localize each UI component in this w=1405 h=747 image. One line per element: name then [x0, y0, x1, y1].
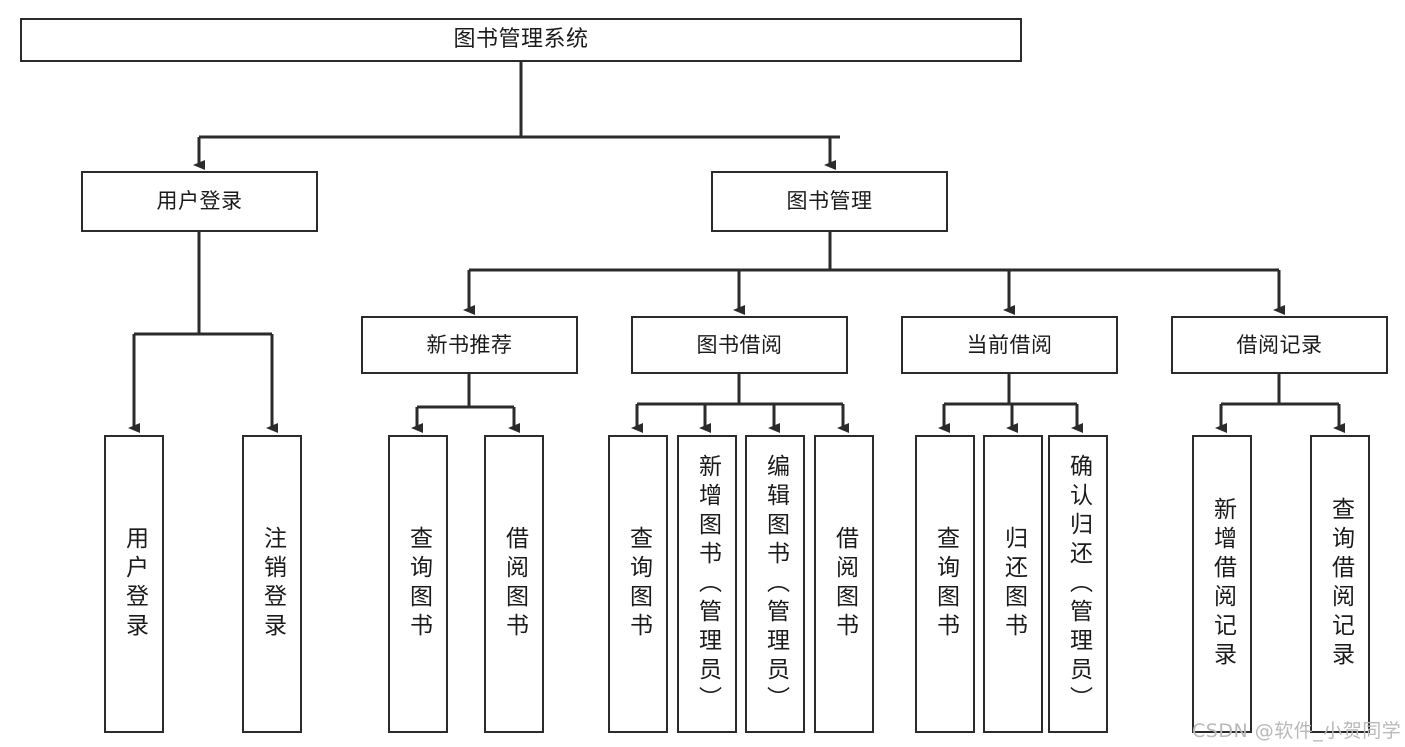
node-label: 确认归还（管理员） [1065, 453, 1092, 715]
node-label: 编辑图书（管理员） [762, 453, 789, 715]
node-user-login[interactable]: 用户登录 [81, 171, 318, 232]
leaf-add-book-admin[interactable]: 新增图书（管理员） [677, 435, 737, 733]
leaf-edit-book-admin[interactable]: 编辑图书（管理员） [745, 435, 805, 733]
node-label: 图书管理 [786, 189, 873, 214]
node-label: 用户登录 [156, 189, 243, 214]
node-label: 借阅图书 [831, 526, 858, 642]
node-book-manage[interactable]: 图书管理 [711, 171, 948, 232]
node-label: 查询借阅记录 [1327, 497, 1354, 671]
leaf-borrow-book-1[interactable]: 借阅图书 [484, 435, 544, 733]
node-label: 新增借阅记录 [1209, 497, 1236, 671]
node-label: 图书管理系统 [453, 27, 589, 53]
node-label: 归还图书 [1000, 526, 1027, 642]
node-label: 用户登录 [121, 526, 148, 642]
node-label: 借阅记录 [1236, 332, 1323, 357]
leaf-query-book-2[interactable]: 查询图书 [608, 435, 668, 733]
node-label: 新增图书（管理员） [694, 453, 721, 715]
leaf-return-book[interactable]: 归还图书 [983, 435, 1043, 733]
leaf-add-borrow-record[interactable]: 新增借阅记录 [1192, 435, 1252, 733]
node-current-borrow[interactable]: 当前借阅 [901, 316, 1118, 374]
node-book-borrow[interactable]: 图书借阅 [631, 316, 848, 374]
csdn-watermark: CSDN @软件_小贺同学 [1192, 720, 1402, 742]
node-label: 注销登录 [259, 526, 286, 642]
leaf-query-book-3[interactable]: 查询图书 [915, 435, 975, 733]
node-label: 借阅图书 [501, 526, 528, 642]
node-label: 查询图书 [405, 526, 432, 642]
leaf-confirm-return-admin[interactable]: 确认归还（管理员） [1048, 435, 1108, 733]
leaf-borrow-book-2[interactable]: 借阅图书 [814, 435, 874, 733]
node-borrow-record[interactable]: 借阅记录 [1171, 316, 1388, 374]
node-label: 图书借阅 [696, 332, 783, 357]
node-label: 新书推荐 [426, 332, 513, 357]
node-label: 当前借阅 [966, 332, 1053, 357]
node-new-book-recommend[interactable]: 新书推荐 [361, 316, 578, 374]
node-root-book-management-system[interactable]: 图书管理系统 [20, 18, 1022, 62]
leaf-logout-login[interactable]: 注销登录 [242, 435, 302, 733]
node-label: 查询图书 [625, 526, 652, 642]
node-label: 查询图书 [932, 526, 959, 642]
leaf-user-login[interactable]: 用户登录 [104, 435, 164, 733]
leaf-query-book-1[interactable]: 查询图书 [388, 435, 448, 733]
leaf-query-borrow-record[interactable]: 查询借阅记录 [1310, 435, 1370, 733]
